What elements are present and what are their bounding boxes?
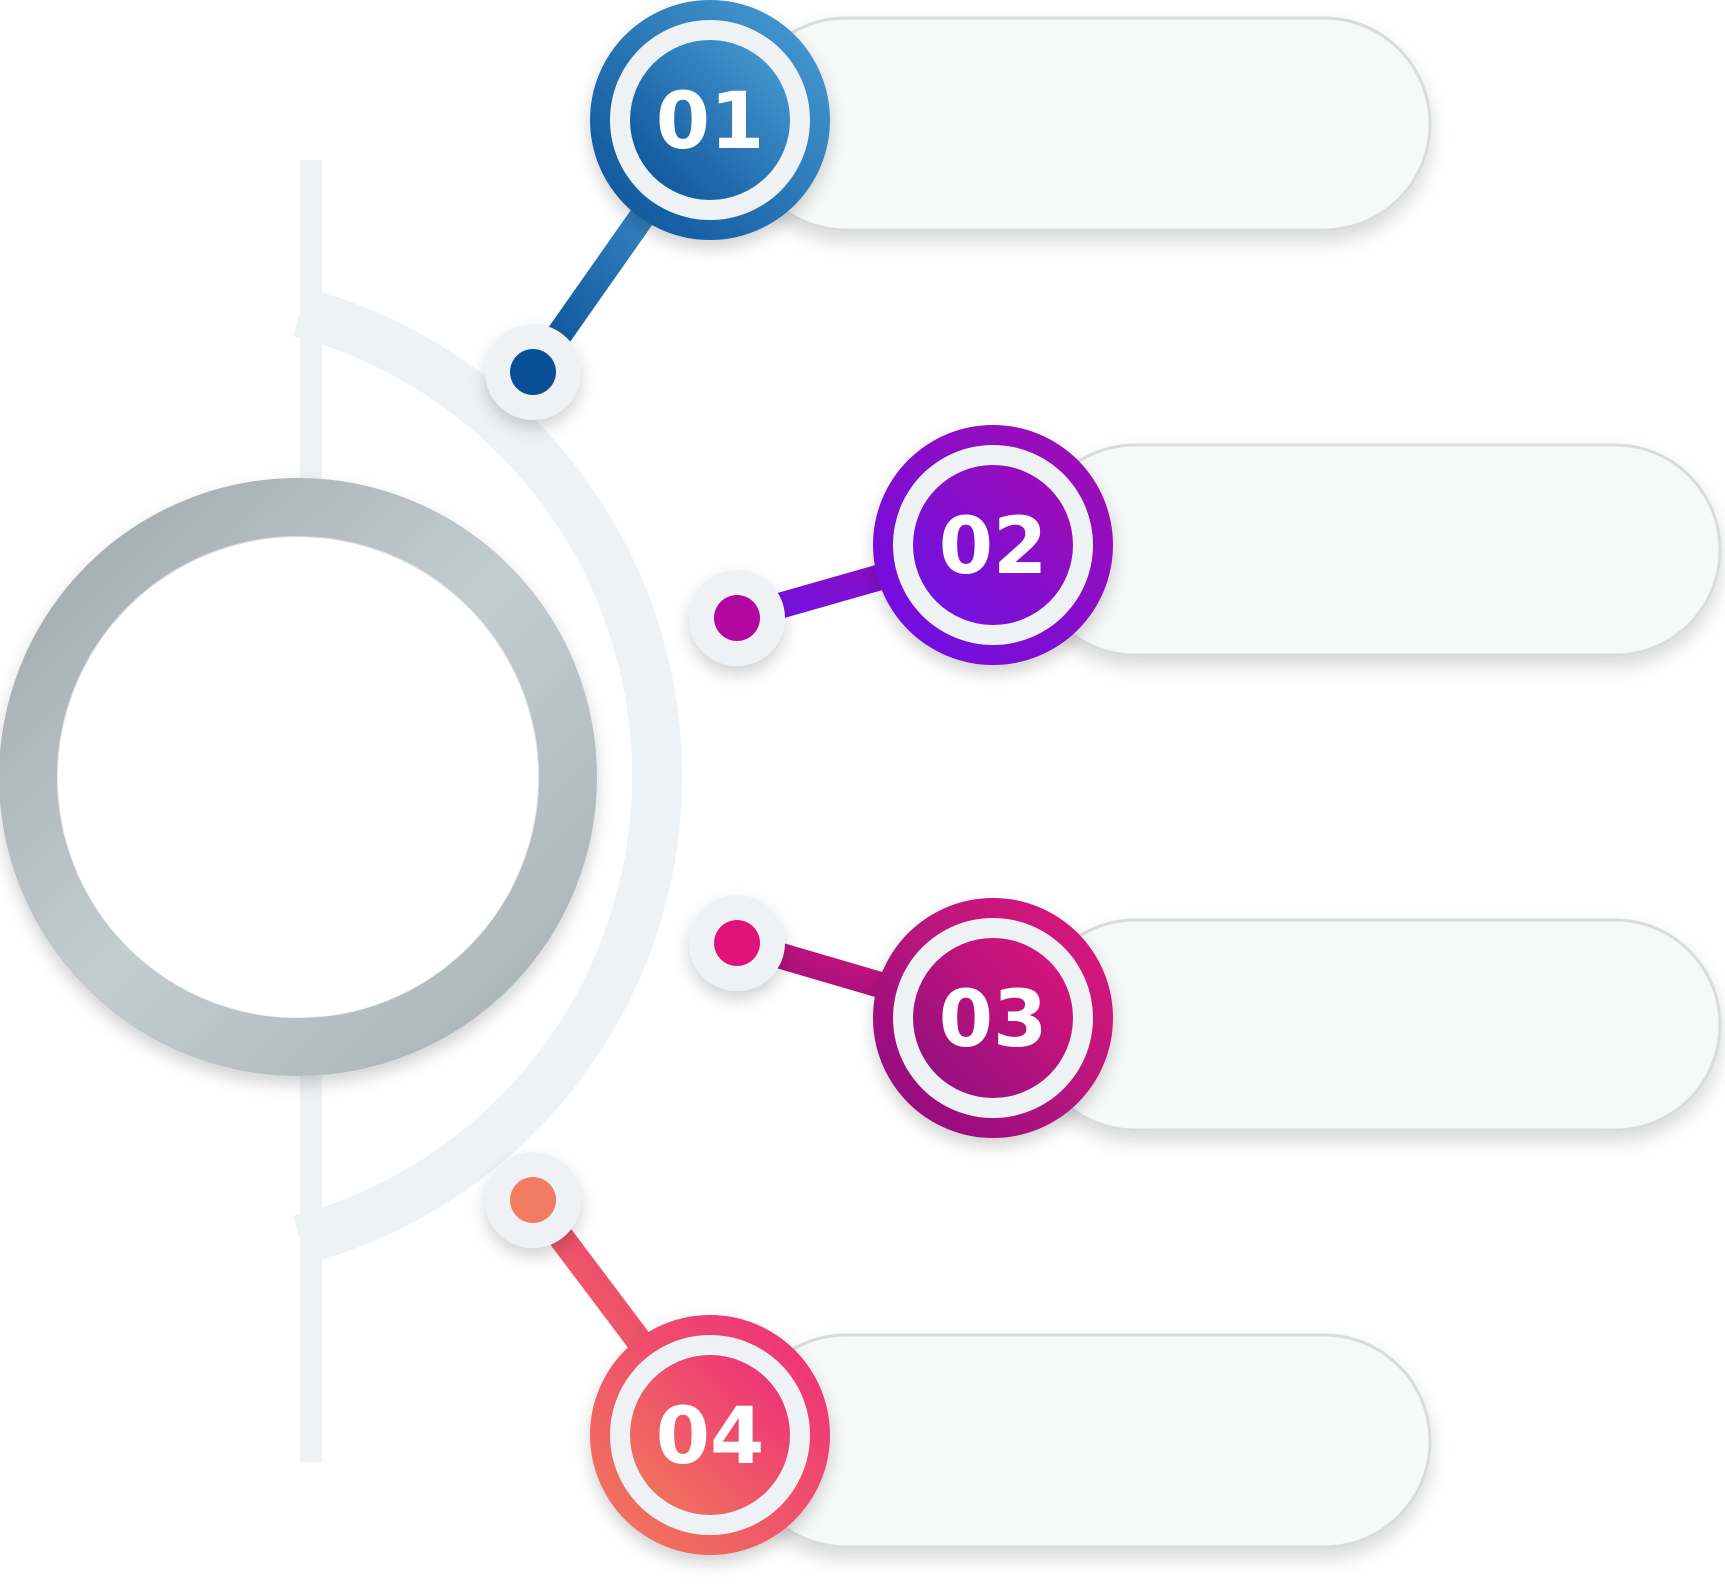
step-2-number: 02 bbox=[939, 502, 1048, 592]
step-1-badge-inner bbox=[630, 40, 790, 200]
step-2: 02 bbox=[689, 425, 1722, 666]
step-4-text-bar bbox=[738, 1333, 1432, 1549]
step-2-badge-inner bbox=[913, 465, 1073, 625]
step-3: 03 bbox=[689, 895, 1722, 1138]
step-3-track-dot bbox=[714, 920, 760, 966]
step-1-text-bar bbox=[738, 16, 1432, 232]
step-3-text-bar bbox=[1028, 918, 1722, 1132]
step-4-number: 04 bbox=[656, 1392, 765, 1482]
step-1-track-dot bbox=[510, 349, 556, 395]
arc-track bbox=[293, 287, 683, 1265]
step-4-track-dot bbox=[510, 1177, 556, 1223]
step-1: 01 bbox=[485, 0, 1432, 420]
step-2-track-dot bbox=[714, 595, 760, 641]
step-4-badge-inner bbox=[630, 1355, 790, 1515]
step-3-badge-inner bbox=[913, 938, 1073, 1098]
steps-layer: 01 02 03 04 bbox=[485, 0, 1722, 1555]
step-2-text-bar bbox=[1028, 443, 1722, 657]
step-3-number: 03 bbox=[939, 975, 1048, 1065]
center-ring bbox=[0, 478, 597, 1076]
step-1-number: 01 bbox=[656, 77, 765, 167]
step-4: 04 bbox=[485, 1152, 1432, 1555]
